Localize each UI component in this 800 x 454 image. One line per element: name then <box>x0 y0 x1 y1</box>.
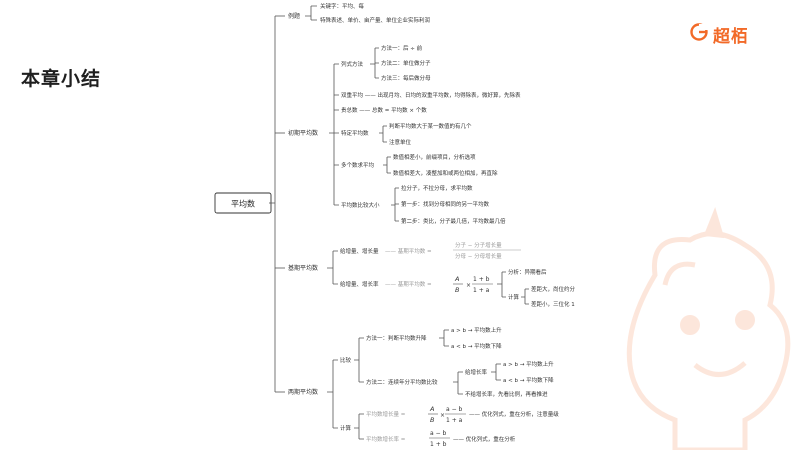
duoge-item-1: 数值相差小，前缀项目，分析选项 <box>393 153 476 161</box>
m1-item-2: a < b → 平均数下降 <box>451 342 502 350</box>
two-label: 两期平均数 <box>288 388 318 396</box>
base-lv-calc-item-1: 差距大，尚位约分 <box>531 285 576 293</box>
primary-label: 初期平均数 <box>288 129 318 137</box>
calc-f1-den: 1 + a <box>446 417 463 424</box>
calc-f1-label: 平均数增长量 = <box>366 410 406 418</box>
m2-growth: 给增长率 <box>465 368 488 376</box>
lieshi-item-1: 方法一：后 ÷ 前 <box>381 44 423 52</box>
calc-f1-b: B <box>430 416 435 424</box>
lieshi-label: 列式方法 <box>341 60 364 68</box>
base-lv-calc: 计算 <box>508 293 520 301</box>
brand-name: 超栢 <box>713 26 749 47</box>
unicorn-mascot-icon <box>626 206 791 453</box>
calc-f1-a: A <box>429 405 434 413</box>
teding-item-2: 注意单位 <box>389 138 412 146</box>
base-liang-frac-bottom: 分母 − 分母增长量 <box>455 252 502 260</box>
duoge-item-2: 数值相差大，凑整加和或两位相加，再直除 <box>393 169 498 177</box>
duoge-label: 多个数求平均 <box>341 161 375 169</box>
base-lv-a: A <box>454 275 459 283</box>
lieshi-item-3: 方法三：每后做分母 <box>381 74 431 82</box>
base-lv-analysis: 分析：异期看后 <box>508 268 547 276</box>
teding-label: 特定平均数 <box>341 129 369 137</box>
base-lv-eq: —— 基期平均数 = <box>385 280 432 288</box>
base-lv-calc-item-2: 差距小，三位化 1 <box>531 300 575 308</box>
base-lv-den: 1 + a <box>473 287 490 294</box>
bijiao-item-1: 拉分子，不拉分母，求平均数 <box>401 184 473 192</box>
calc-f2-note: —— 优化列式，重在分析 <box>453 435 516 443</box>
calc-f1-times: × <box>440 412 445 419</box>
mascot-illustration <box>595 205 800 453</box>
calc-f2-den: 1 + b <box>430 441 447 448</box>
mind-map: 平均数 例题 关键字：平均、每 特殊表述、单价、亩产量、单位企业实际利润 初期平… <box>214 2 576 448</box>
teding-item-1: 判断平均数大于某一数值的有几个 <box>389 122 472 130</box>
base-label: 基期平均数 <box>288 264 318 272</box>
zongshu-text: 贵总数 —— 总数 = 平均数 × 个数 <box>341 106 427 114</box>
brand-logo: 超栢 <box>689 22 749 47</box>
examples-label: 例题 <box>288 12 300 20</box>
page-title: 本章小结 <box>21 68 102 90</box>
base-liang-frac-top: 分子 − 分子增长量 <box>455 241 502 249</box>
calc-f2-label: 平均数增长率 = <box>366 435 406 443</box>
m1-item-1: a > b → 平均数上升 <box>451 326 502 334</box>
shuangchong-text: 双重平均 —— 出现月均、日均的双重平均数，均得除表，微好算，先除表 <box>341 91 521 99</box>
calc-f2-num: a − b <box>430 430 447 437</box>
examples-item-1: 关键字：平均、每 <box>320 2 365 10</box>
lieshi-item-2: 方法二：单位做分子 <box>381 59 431 67</box>
base-liang-eq: —— 基期平均数 = <box>385 247 432 255</box>
base-liang-label: 给增量、增长量 <box>340 247 379 255</box>
bijiao-item-3: 第二步：类比，分子最几倍，平均数最几倍 <box>401 217 506 225</box>
examples-item-2: 特殊表述、单价、亩产量、单位企业实际利润 <box>320 16 431 24</box>
calc-f1-num: a − b <box>446 406 463 413</box>
m2-growth-item-1: a > b → 平均数上升 <box>503 360 554 368</box>
m2-growth-item-2: a < b → 平均数下降 <box>503 376 554 384</box>
mind-map-panel: 平均数 例题 关键字：平均、每 特殊表述、单价、亩产量、单位企业实际利润 初期平… <box>213 0 587 450</box>
bijiao-label: 平均数比较大小 <box>341 201 380 209</box>
m2-no-growth: 不给增长率，先看比例，再看推进 <box>465 390 548 398</box>
base-lv-b: B <box>455 286 460 294</box>
calc-f1-note: —— 优化列式，重在分析，注意量级 <box>469 410 559 418</box>
compare-label: 比较 <box>340 356 352 364</box>
m2-label: 方法二：连续年分平均数比较 <box>366 378 438 386</box>
calc-label: 计算 <box>340 424 352 432</box>
base-lv-label: 给增量、增长率 <box>340 280 379 288</box>
left-panel: 本章小结 <box>0 0 213 450</box>
root-node: 平均数 <box>231 199 255 209</box>
right-panel: 超栢 <box>587 0 800 450</box>
brand-mark-icon <box>689 22 709 46</box>
m1-label: 方法一：判断平均数升降 <box>366 334 427 342</box>
bijiao-item-2: 第一步：找到分母相同的另一平均数 <box>401 200 490 208</box>
base-lv-num: 1 + b <box>473 276 490 283</box>
base-lv-times: × <box>466 282 471 289</box>
